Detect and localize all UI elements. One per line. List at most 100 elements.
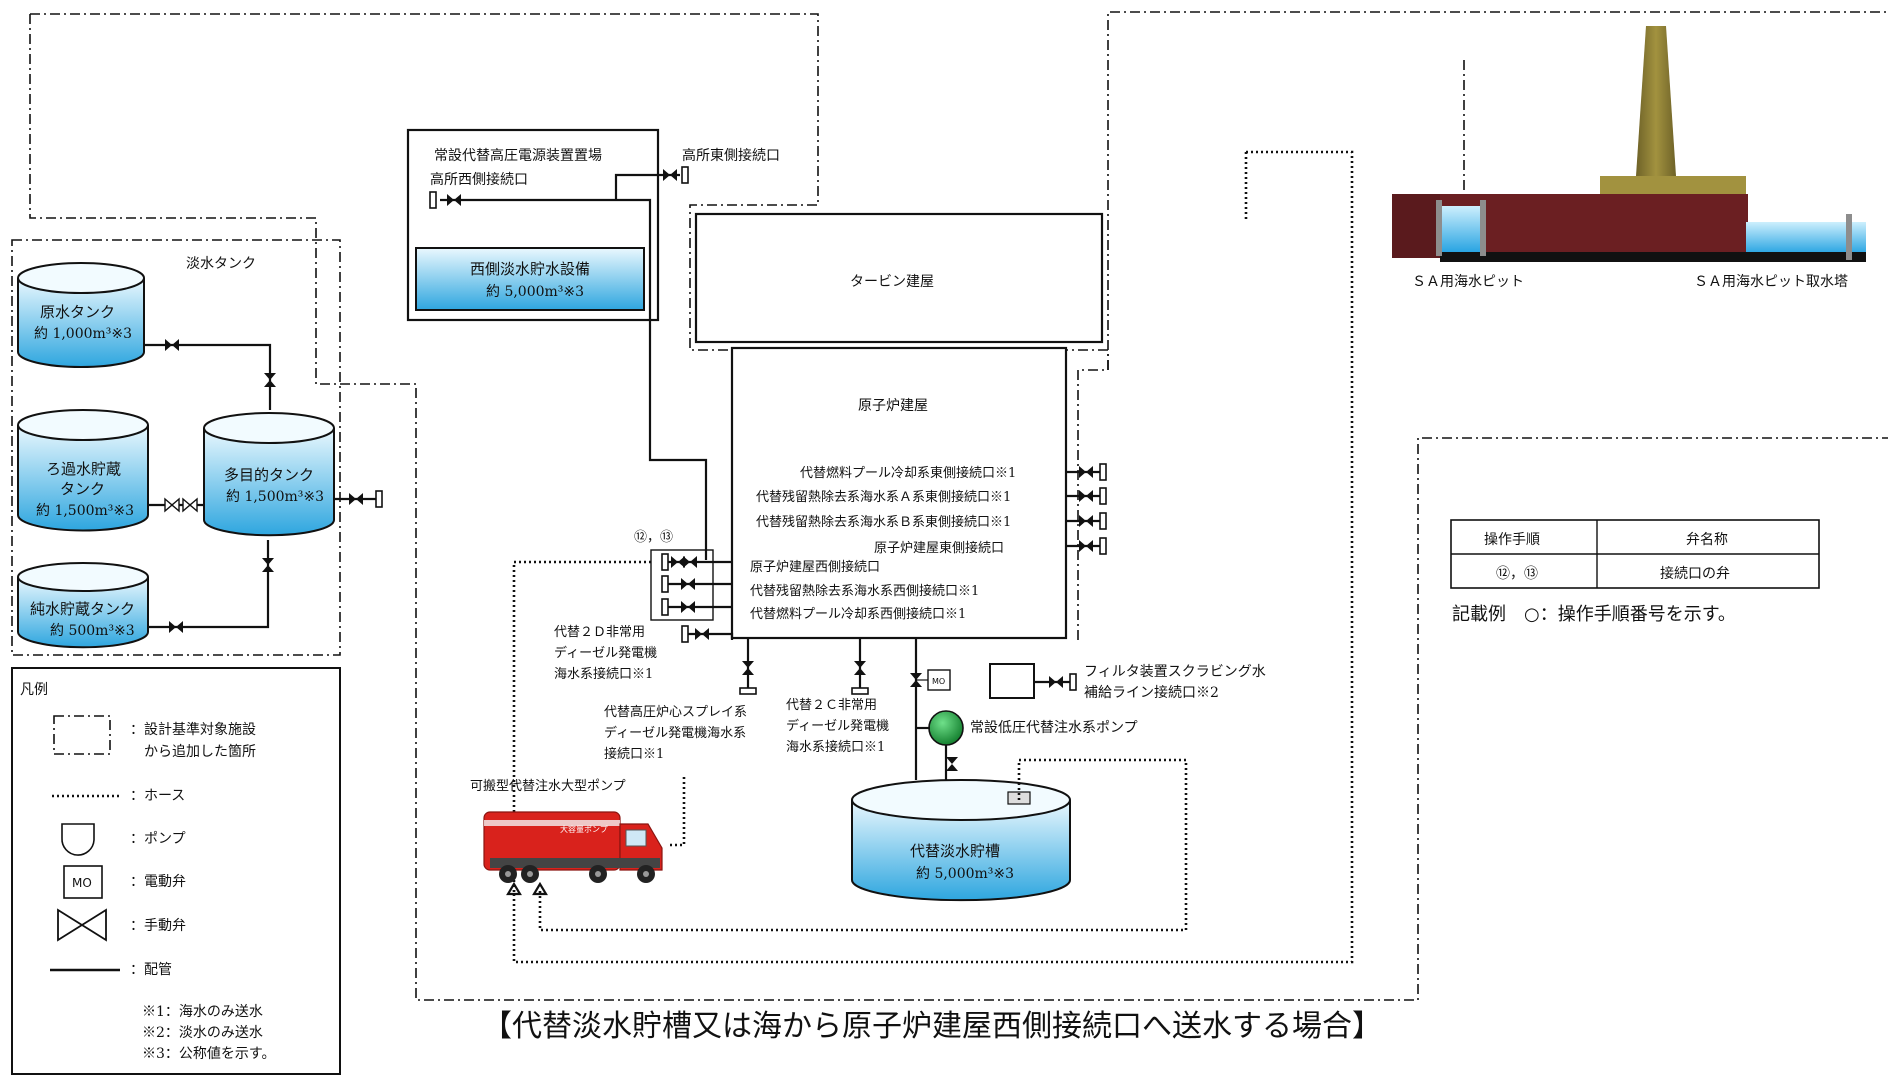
- dg2d-label-2: ディーゼル発電機: [554, 645, 657, 661]
- manual-valve-icon[interactable]: [1079, 466, 1093, 478]
- hose-pump-out: [670, 774, 686, 847]
- alt-freshwater-tank: 代替淡水貯槽 約 5,000m³※3: [851, 779, 1071, 902]
- pure-tank-volume: 約 500m³※3: [50, 623, 135, 639]
- manual-valve-icon[interactable]: [1079, 540, 1093, 552]
- dg2d-label-1: 代替２Ｄ非常用: [554, 625, 645, 640]
- pure-tank-name: 純水貯蔵タンク: [30, 600, 135, 618]
- dg2d-label-3: 海水系接続口※1: [554, 666, 653, 682]
- legend-note-1: ※1：海水のみ送水: [142, 1004, 263, 1020]
- sa-pit-label: ＳＡ用海水ピット: [1412, 274, 1524, 290]
- low-pump-label: 常設低圧代替注水系ポンプ: [970, 720, 1138, 736]
- legend-note-2: ※2：淡水のみ送水: [142, 1025, 263, 1041]
- manual-valve-icon[interactable]: [1079, 515, 1093, 527]
- manual-valve-icon[interactable]: [683, 556, 697, 568]
- manual-valve-icon[interactable]: [182, 497, 198, 513]
- raw-water-tank: 原水タンク 約 1,000m³※3: [17, 262, 145, 368]
- east-conn-4: 原子炉建屋東側接続口: [874, 540, 1004, 556]
- legend-item-hose: ：ホース: [130, 788, 185, 804]
- connection-cap: [851, 687, 869, 695]
- raw-tank-name: 原水タンク: [40, 303, 115, 321]
- hpcs-label-3: 接続口※1: [604, 746, 664, 762]
- manual-valve-icon[interactable]: [169, 621, 183, 633]
- low-pressure-pump: [928, 710, 964, 746]
- manual-valve-icon[interactable]: [946, 757, 958, 771]
- connection-cap: [429, 191, 437, 209]
- west-conn-pipe: [440, 198, 708, 560]
- reactor-building-label: 原子炉建屋: [858, 398, 928, 414]
- ops-header-valve: 弁名称: [1686, 532, 1728, 548]
- east-conn-1: 代替燃料プール冷却系東側接続口※1: [800, 465, 1016, 481]
- legend-item-motor-valve: ：電動弁: [130, 874, 186, 890]
- alt-tank-volume: 約 5,000m³※3: [916, 866, 1014, 882]
- west-conn-label: 高所西側接続口: [430, 171, 528, 188]
- step-marker: ⑫，⑬: [634, 530, 673, 545]
- multi-tank-name: 多目的タンク: [224, 466, 314, 484]
- ops-row-valve: 接続口の弁: [1660, 565, 1730, 582]
- diagram-title: 【代替淡水貯槽又は海から原子炉建屋西側接続口へ送水する場合】: [482, 1009, 1382, 1044]
- multi-tank-volume: 約 1,500m³※3: [226, 489, 324, 505]
- east-connections: [1066, 463, 1107, 555]
- west-conn-1: 原子炉建屋西側接続口: [750, 559, 880, 575]
- legend-mo-symbol: MO: [72, 876, 92, 890]
- manual-valve-icon[interactable]: [671, 556, 685, 568]
- hose-to-reactor: [512, 560, 651, 892]
- east-conn-label: 高所東側接続口: [682, 147, 780, 164]
- manual-valve-icon[interactable]: [854, 661, 866, 675]
- ops-note: 記載例 ○：操作手順番号を示す。: [1452, 604, 1736, 625]
- legend: 凡例 ：設計基準対象施設 から追加した箇所 ：ホース ：ポンプ MO ：電動弁 …: [11, 667, 341, 1075]
- manual-valve-icon[interactable]: [164, 497, 180, 513]
- freshwater-area-label: 淡水タンク: [186, 256, 256, 272]
- west-facility-volume: 約 5,000m³※3: [486, 284, 584, 300]
- ops-header-step: 操作手順: [1484, 532, 1540, 548]
- manual-valve-icon[interactable]: [695, 628, 709, 640]
- turbine-building-label: タービン建屋: [850, 274, 934, 290]
- operations-table: 操作手順 弁名称 ⑫，⑬ 接続口の弁: [1450, 519, 1820, 589]
- boundary-northeast: [1107, 11, 1888, 370]
- east-conn-3: 代替残留熱除去系海水系Ｂ系東側接続口※1: [756, 514, 1011, 530]
- sa-seawater-facility: [1392, 26, 1866, 262]
- manual-valve-icon[interactable]: [742, 661, 754, 675]
- east-conn-pipe: [614, 173, 680, 200]
- ops-row-step: ⑫，⑬: [1496, 566, 1538, 582]
- manual-valve-icon[interactable]: [681, 578, 695, 590]
- filtered-tank-name-2: タンク: [60, 480, 105, 498]
- manual-valve-icon[interactable]: [1079, 490, 1093, 502]
- dg2c-label-1: 代替２Ｃ非常用: [786, 698, 877, 713]
- manual-valve-icon[interactable]: [1049, 676, 1063, 688]
- filter-device: [989, 663, 1035, 699]
- legend-item-dashed: ：設計基準対象施設: [130, 721, 256, 738]
- filter-label-1: フィルタ装置スクラビング水: [1084, 664, 1266, 680]
- manual-valve-icon[interactable]: [165, 339, 179, 351]
- manual-valve-icon[interactable]: [349, 493, 363, 505]
- hv-yard-label: 常設代替高圧電源装置置場: [434, 147, 602, 164]
- legend-note-3: ※3：公称値を示す。: [142, 1046, 276, 1062]
- legend-item-pump: ：ポンプ: [130, 831, 186, 847]
- west-facility-name: 西側淡水貯水設備: [470, 260, 590, 278]
- manual-valve-icon[interactable]: [447, 194, 461, 206]
- boundary-freshwater-area: [11, 239, 341, 656]
- hose-from-sea: [512, 150, 1354, 964]
- truck-text: 大容量ポンプ: [560, 824, 608, 834]
- mobile-pump-truck: 大容量ポンプ: [483, 811, 663, 883]
- legend-title: 凡例: [20, 682, 48, 698]
- manual-valve-icon[interactable]: [262, 558, 274, 572]
- manual-valve-icon[interactable]: [264, 373, 276, 387]
- manual-valve-icon[interactable]: [681, 601, 695, 613]
- mobile-pump-label: 可搬型代替注水大型ポンプ: [470, 779, 626, 794]
- legend-item-manual-valve: ：手動弁: [130, 918, 186, 934]
- legend-item-dashed-2: から追加した箇所: [144, 743, 256, 760]
- west-freshwater-facility: [415, 247, 645, 311]
- legend-item-pipe: ：配管: [130, 962, 172, 978]
- hose-from-tank: [538, 758, 1188, 932]
- filter-label-2: 補給ライン接続口※2: [1084, 684, 1219, 701]
- dg2c-label-2: ディーゼル発電機: [786, 718, 889, 734]
- multi-purpose-tank: 多目的タンク 約 1,500m³※3: [203, 412, 335, 537]
- pure-water-tank: 純水貯蔵タンク 約 500m³※3: [17, 562, 149, 649]
- tank-pipe-raw: [144, 343, 272, 410]
- connection-cap: [739, 687, 757, 695]
- sa-intake-label: ＳＡ用海水ピット取水塔: [1694, 274, 1848, 290]
- east-conn-2: 代替残留熱除去系海水系Ａ系東側接続口※1: [756, 489, 1011, 505]
- manual-valve-icon[interactable]: [663, 169, 677, 181]
- raw-tank-volume: 約 1,000m³※3: [34, 326, 132, 342]
